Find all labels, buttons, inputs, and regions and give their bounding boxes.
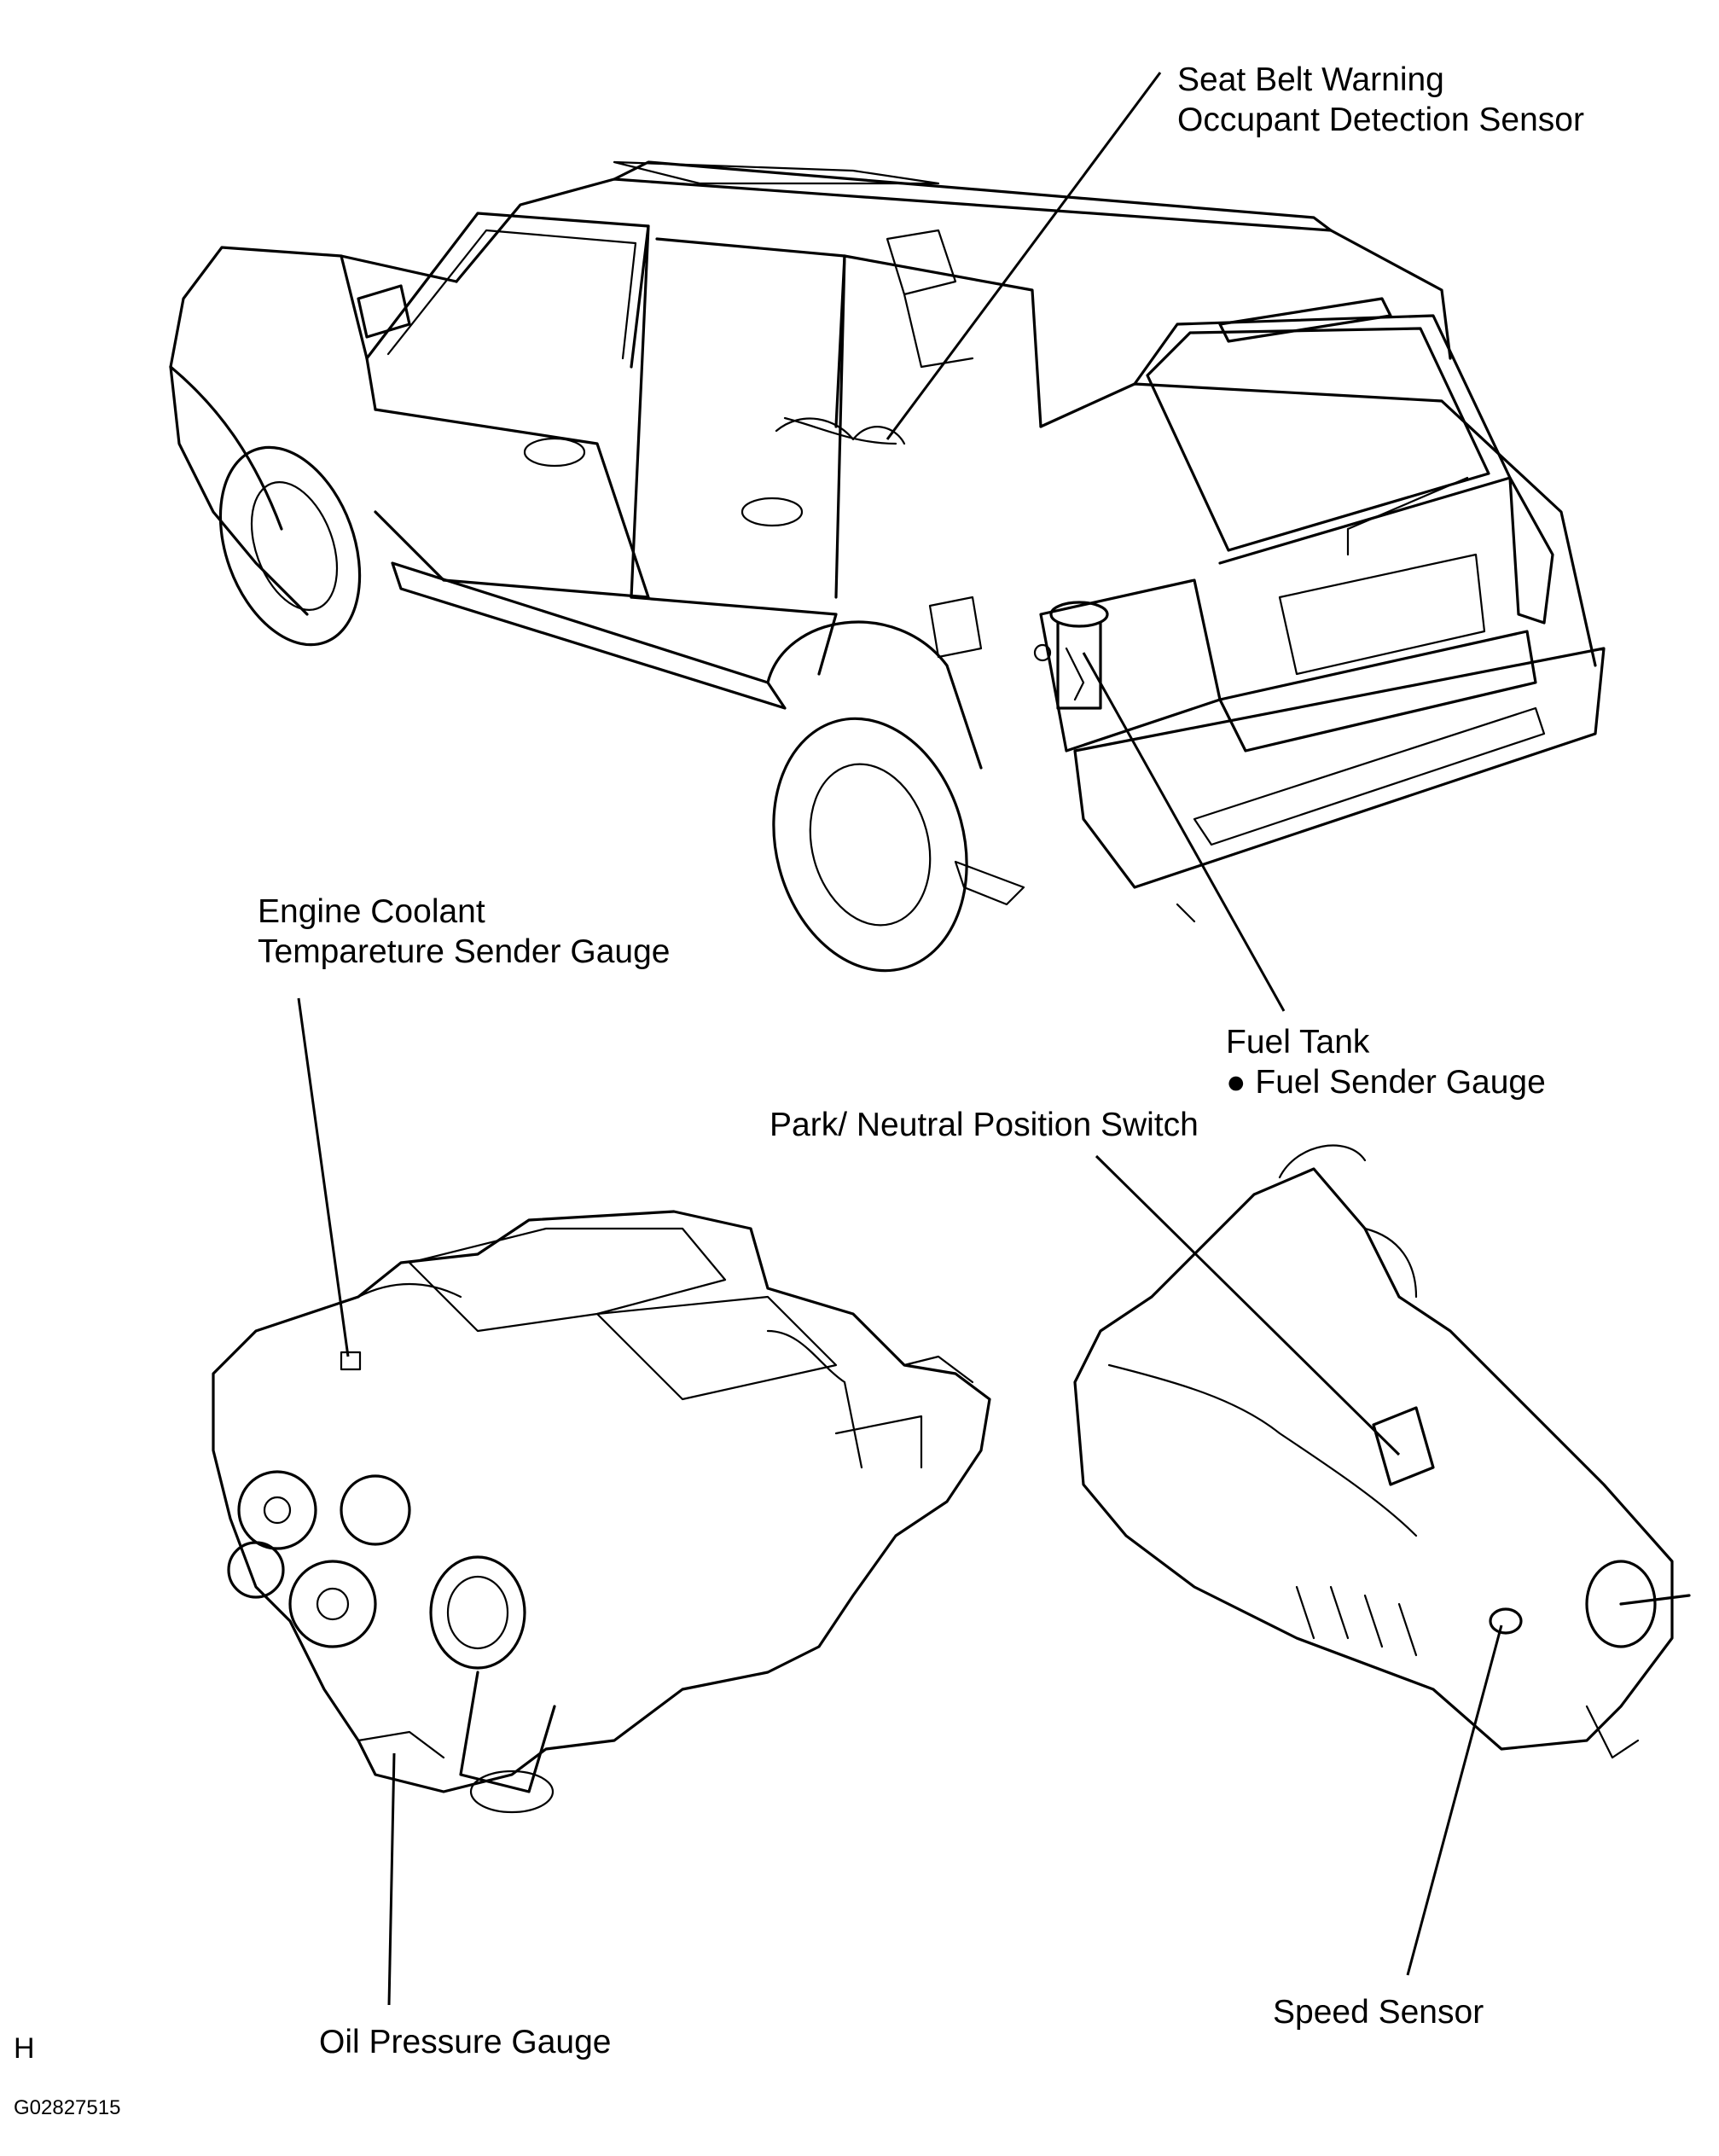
transmission-illustration	[1073, 1144, 1691, 1759]
label-fuel-tank: Fuel Tank ● Fuel Sender Gauge	[1226, 1022, 1546, 1102]
corner-letter: H	[14, 2032, 35, 2065]
leader-speed-sensor	[1406, 1624, 1503, 1976]
label-fuel-sender: Fuel Sender Gauge	[1255, 1064, 1546, 1101]
leader-coolant-sender	[297, 997, 350, 1357]
label-fuel-tank-line: Fuel Tank	[1226, 1024, 1370, 1061]
label-oil-pressure-gauge: Oil Pressure Gauge	[319, 2024, 612, 2060]
label-coolant-line1: Engine Coolant	[258, 893, 485, 930]
vehicle-illustration	[169, 160, 1606, 973]
label-coolant-sender: Engine Coolant Tempareture Sender Gauge	[258, 892, 670, 972]
label-coolant-line2: Tempareture Sender Gauge	[258, 933, 671, 970]
leader-seatbelt-sensor	[886, 72, 1162, 440]
engine-illustration	[212, 1210, 991, 1814]
label-seatbelt-line2: Occupant Detection Sensor	[1177, 102, 1584, 138]
label-fuel-sender-line: ● Fuel Sender Gauge	[1226, 1062, 1546, 1102]
bullet-icon: ●	[1226, 1064, 1246, 1101]
leader-lines	[297, 72, 1503, 2006]
label-park-neutral-switch: Park/ Neutral Position Switch	[769, 1107, 1199, 1143]
figure-code: G02827515	[14, 2096, 121, 2119]
leader-oil-pressure	[387, 1752, 396, 2006]
leader-fuel-sender	[1082, 652, 1286, 1012]
label-speed-sensor: Speed Sensor	[1273, 1994, 1484, 2031]
label-seatbelt-line1: Seat Belt Warning	[1177, 61, 1444, 98]
leader-park-neutral	[1095, 1154, 1401, 1456]
label-seatbelt-sensor: Seat Belt Warning Occupant Detection Sen…	[1177, 60, 1584, 140]
